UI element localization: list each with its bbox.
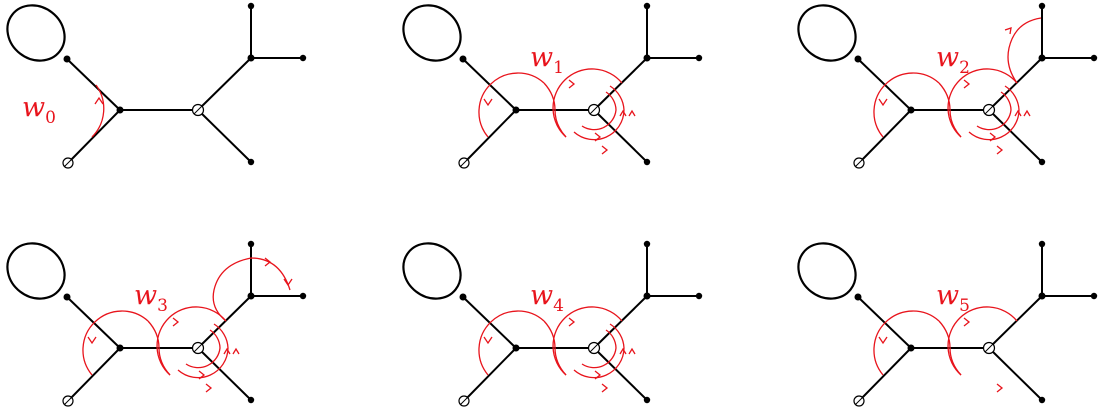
walk-label-5: w5: [936, 280, 970, 316]
walk-label-0: w0: [22, 92, 56, 128]
panel-4: w4: [391, 230, 704, 408]
walk-label-2: w2: [936, 42, 970, 78]
panel-0: w0: [0, 0, 308, 170]
panel-1: w1: [391, 0, 704, 170]
panel-2: w2: [786, 0, 1099, 170]
panel-5: w5: [786, 230, 1099, 408]
walk-label-3: w3: [134, 280, 168, 316]
walk-label-4: w4: [530, 280, 564, 316]
panel-3: w3: [0, 230, 308, 408]
walk-label-1: w1: [530, 42, 564, 78]
